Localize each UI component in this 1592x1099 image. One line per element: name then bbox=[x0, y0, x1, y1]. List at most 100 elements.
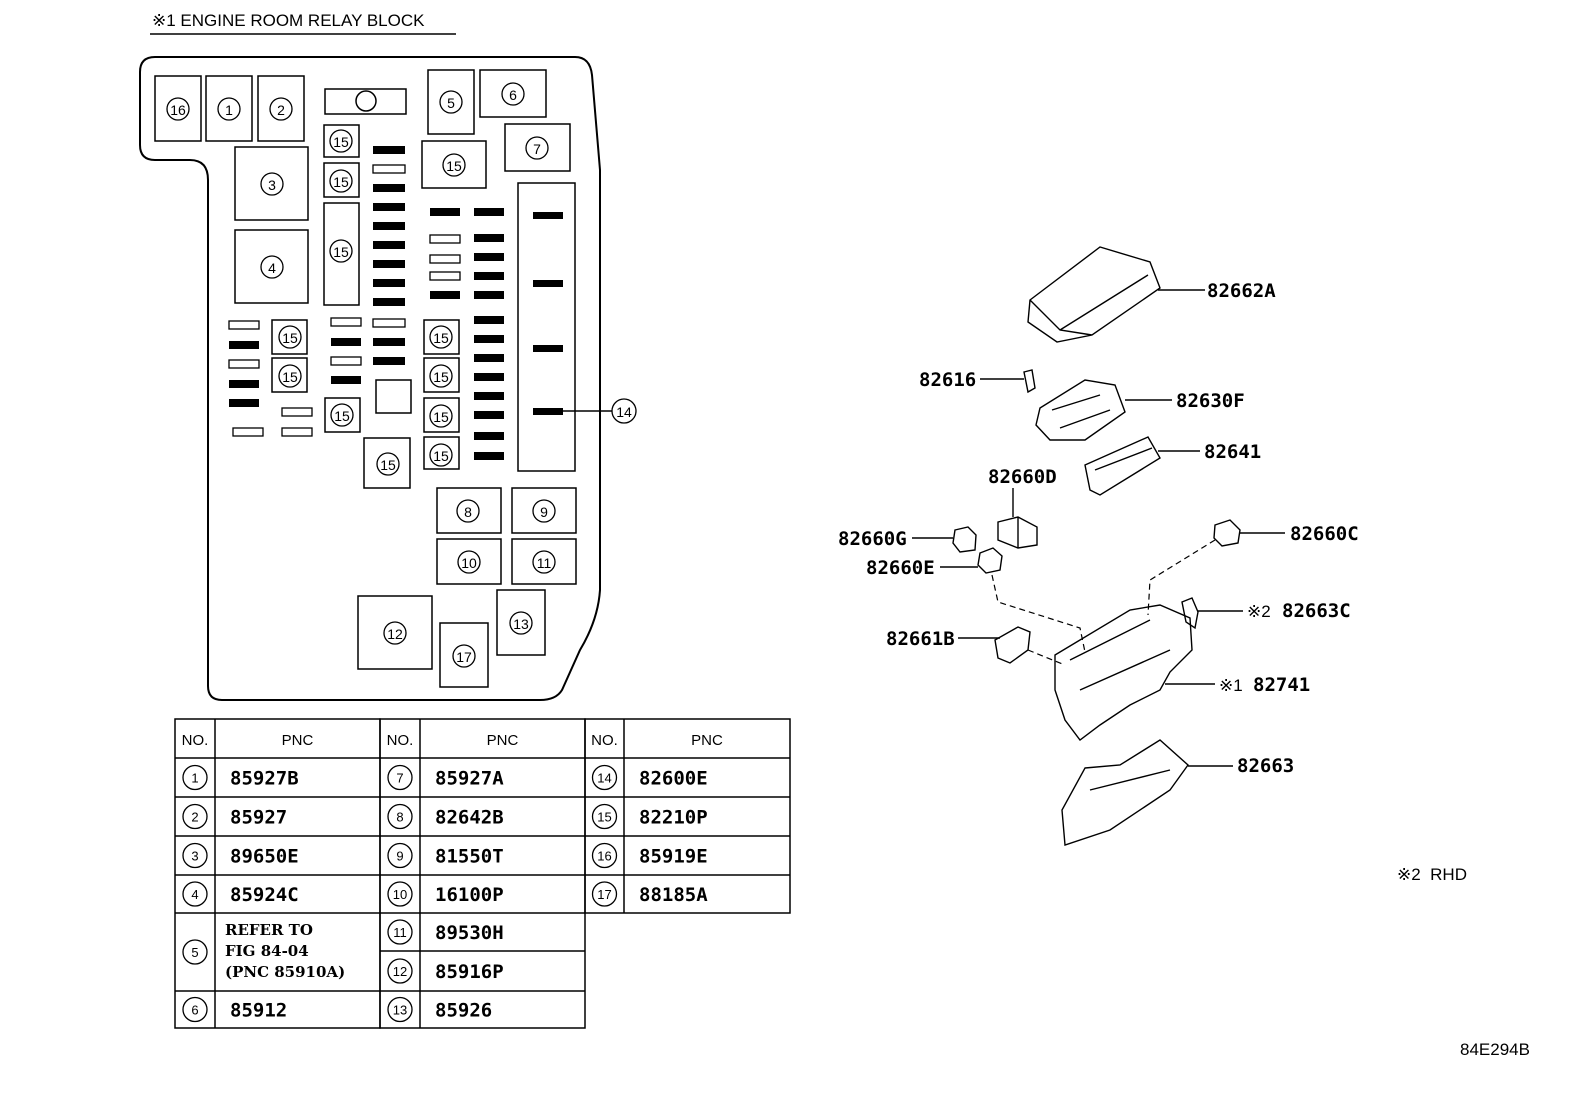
part-label-82660G: 82660G bbox=[838, 528, 907, 550]
table-row-pnc: 85919E bbox=[639, 846, 708, 868]
block-num-17: 17 bbox=[456, 649, 472, 665]
fuse-bars bbox=[229, 146, 563, 460]
table-row-number-circle bbox=[591, 842, 618, 869]
block-num-15d: 15 bbox=[333, 244, 349, 260]
block-num-11: 11 bbox=[537, 555, 552, 571]
block-num-12: 12 bbox=[387, 626, 403, 642]
table-row-pnc: 81550T bbox=[435, 846, 504, 868]
part-label-82630F: 82630F bbox=[1176, 390, 1245, 412]
table-row-number-circle bbox=[591, 764, 618, 791]
table-header-pnc: PNC bbox=[691, 732, 723, 749]
table-header-no: NO. bbox=[591, 732, 618, 749]
table-row-pnc: 88185A bbox=[639, 884, 708, 906]
relay-82660G bbox=[952, 526, 977, 553]
table-row-pnc: 85916P bbox=[435, 961, 504, 983]
table-row-number: 8 bbox=[396, 810, 403, 825]
table-row-number-circle bbox=[387, 842, 413, 869]
table-row-number-circle bbox=[591, 803, 618, 830]
block-num-2: 2 bbox=[277, 102, 285, 118]
table-row-number-circle bbox=[591, 881, 618, 907]
table-row-number-circle bbox=[182, 996, 208, 1023]
table-row-number: 9 bbox=[396, 849, 403, 864]
table-row-number-circle bbox=[182, 881, 208, 907]
table-row-number-circle bbox=[182, 803, 208, 830]
block-num-10: 10 bbox=[461, 555, 477, 571]
table-row-pnc: 89530H bbox=[435, 922, 504, 944]
table-row-number: 3 bbox=[191, 849, 198, 864]
block-num-15l: 15 bbox=[433, 448, 449, 464]
table-row-pnc: 16100P bbox=[435, 884, 504, 906]
table-row-pnc: 85926 bbox=[435, 1000, 492, 1022]
table-row-number-circle bbox=[387, 764, 413, 791]
cover-82662A bbox=[1027, 246, 1161, 343]
block-num-15f: 15 bbox=[282, 369, 298, 385]
exploded-parts bbox=[912, 246, 1285, 846]
table-row-number: 7 bbox=[396, 771, 403, 786]
block-82630F bbox=[1035, 379, 1126, 441]
table-row-number-circle bbox=[182, 764, 208, 791]
table-row-pnc: 85924C bbox=[230, 884, 299, 906]
block-num-15j: 15 bbox=[433, 369, 449, 385]
rhd-note: ※2 RHD bbox=[1397, 865, 1467, 884]
block-num-15k: 15 bbox=[433, 409, 449, 425]
table-row-pnc-line: REFER TO bbox=[225, 921, 313, 939]
table-row-number: 6 bbox=[191, 1003, 198, 1018]
table-row-number-circle bbox=[387, 958, 413, 984]
block-num-9: 9 bbox=[540, 504, 548, 520]
relay-block-outline bbox=[139, 56, 601, 701]
housing-82741 bbox=[1054, 604, 1193, 741]
block-num-6: 6 bbox=[509, 87, 517, 103]
table-row-number-circle bbox=[387, 919, 413, 945]
table-row-pnc: 85927B bbox=[230, 768, 299, 790]
part-label-82660D: 82660D bbox=[988, 466, 1057, 488]
table-row-pnc: 82600E bbox=[639, 768, 708, 790]
block-num-3: 3 bbox=[268, 177, 276, 193]
mark-82663C: ※2 bbox=[1247, 602, 1271, 621]
block-mount-hole bbox=[355, 90, 377, 112]
table-row-number: 15 bbox=[597, 810, 611, 825]
block-num-4: 4 bbox=[268, 260, 276, 276]
block-num-15h: 15 bbox=[380, 457, 396, 473]
part-label-82741: 82741 bbox=[1253, 674, 1310, 696]
relay-82660D bbox=[997, 516, 1038, 549]
block-num-15c: 15 bbox=[333, 174, 349, 190]
table-row-number: 16 bbox=[597, 849, 611, 864]
block-num-15a: 15 bbox=[446, 158, 462, 174]
part-label-82663: 82663 bbox=[1237, 755, 1294, 777]
block-num-1: 1 bbox=[225, 102, 233, 118]
table-header-no: NO. bbox=[182, 732, 209, 749]
part-label-82661B: 82661B bbox=[886, 628, 955, 650]
part-label-82662A: 82662A bbox=[1207, 280, 1276, 302]
table-row-pnc: 82210P bbox=[639, 807, 708, 829]
assembly-lines bbox=[991, 539, 1216, 666]
table-row-number: 2 bbox=[191, 810, 198, 825]
block-num-16: 16 bbox=[170, 102, 186, 118]
table-row-number-circle bbox=[387, 996, 413, 1023]
part-label-82660C: 82660C bbox=[1290, 523, 1359, 545]
table-header-no: NO. bbox=[387, 732, 414, 749]
table-row-number: 4 bbox=[191, 887, 198, 902]
table-row-number: 12 bbox=[393, 964, 407, 979]
part-label-82663C: 82663C bbox=[1282, 600, 1351, 622]
table-row-pnc: 89650E bbox=[230, 846, 299, 868]
clip-82616 bbox=[1023, 369, 1036, 394]
block-num-8: 8 bbox=[464, 504, 472, 520]
table-row-pnc: 82642B bbox=[435, 807, 504, 829]
relay-82660C bbox=[1213, 519, 1241, 547]
table-header-pnc: PNC bbox=[282, 732, 314, 749]
block-num-15b: 15 bbox=[333, 134, 349, 150]
block-num-13: 13 bbox=[513, 616, 529, 632]
table-row-number-circle bbox=[182, 939, 208, 965]
mark-82741: ※1 bbox=[1219, 676, 1243, 695]
part-label-82641: 82641 bbox=[1204, 441, 1261, 463]
block-num-15e: 15 bbox=[282, 330, 298, 346]
table-row-number: 13 bbox=[393, 1003, 407, 1018]
part-82663C bbox=[1181, 597, 1199, 630]
part-label-82616: 82616 bbox=[919, 369, 976, 391]
block-num-15i: 15 bbox=[433, 330, 449, 346]
table-row-pnc-line: FIG 84-04 bbox=[225, 942, 309, 960]
block-num-14: 14 bbox=[616, 404, 632, 420]
block-num-5: 5 bbox=[447, 95, 455, 111]
table-row-number: 11 bbox=[393, 925, 407, 940]
